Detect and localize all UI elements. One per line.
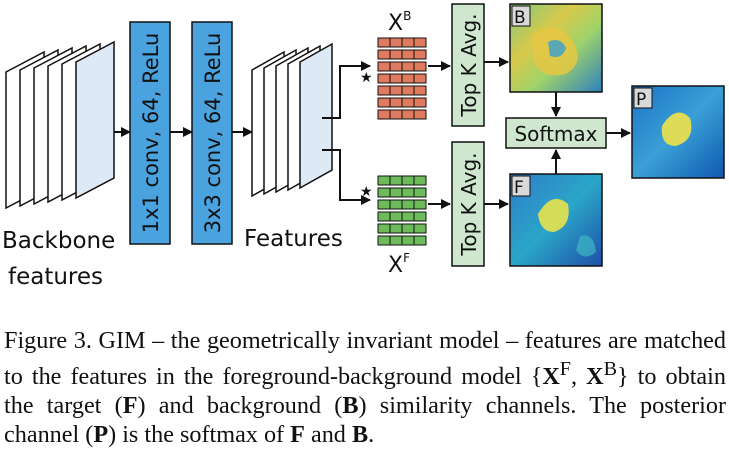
caption-part6: and [305,421,352,448]
xf-memory-cells [378,176,426,245]
map-p-tag: P [636,90,646,110]
caption-p: P [93,421,108,448]
backbone-feature-stack [6,42,114,208]
similarity-map-b: B [510,4,602,92]
star-top: ★ [360,70,373,86]
map-b-tag: B [514,8,526,28]
caption-xf-sup: F [560,358,571,380]
xf-label: XF [388,251,410,278]
caption-xb-sup: B [604,358,617,380]
caption-comma: , [571,363,586,390]
conv2-label: 3x3 conv, 64, ReLu [201,33,225,234]
gim-architecture-diagram: Backbone features 1x1 conv, 64, ReLu 3x3… [0,0,729,300]
xb-label: XB [388,9,411,36]
caption-part3: ) and background ( [137,392,342,419]
caption-xb: X [586,363,603,390]
caption-set-close: } [617,363,629,390]
topk-top-label: Top K Avg. [457,14,481,118]
figure-caption: Figure 3. GIM – the geometrically invari… [4,326,726,449]
caption-f2: F [290,421,305,448]
features-stack [252,44,332,196]
star-bottom: ★ [360,184,373,200]
xb-memory-cells [378,38,426,119]
backbone-label-line1: Backbone [2,228,115,254]
caption-part5: ) is the softmax of [108,421,290,448]
softmax-label: Softmax [514,122,597,146]
posterior-map-p: P [632,86,724,178]
caption-part7: . [368,421,374,448]
caption-f: F [123,392,138,419]
map-f-tag: F [514,178,524,198]
caption-xf: X [542,363,559,390]
topk-bottom-label: Top K Avg. [457,153,481,257]
similarity-map-f: F [510,174,602,266]
caption-set-open: { [531,363,543,390]
backbone-label-line2: features [8,264,103,290]
conv1-label: 1x1 conv, 64, ReLu [139,33,163,234]
caption-b: B [342,392,358,419]
caption-b2: B [352,421,368,448]
features-label: Features [244,226,343,252]
